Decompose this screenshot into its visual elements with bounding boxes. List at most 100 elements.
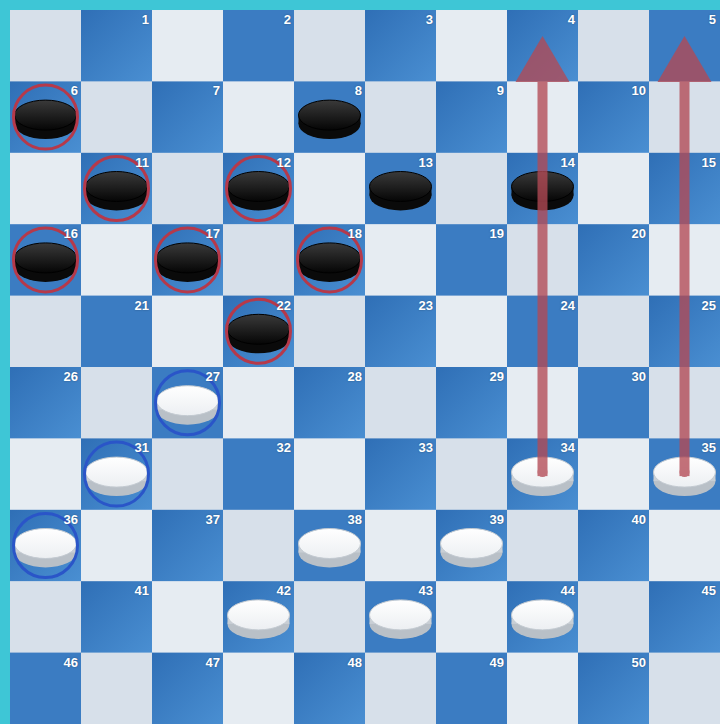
light-square bbox=[436, 153, 508, 225]
square-number: 42 bbox=[277, 584, 291, 598]
piece-top bbox=[228, 172, 290, 202]
square-number: 12 bbox=[277, 156, 291, 170]
dark-square bbox=[10, 81, 82, 153]
black-piece bbox=[228, 314, 290, 353]
dark-square bbox=[152, 81, 224, 153]
highlight-ring bbox=[85, 442, 149, 506]
square-number: 4 bbox=[568, 13, 575, 27]
dark-square bbox=[365, 581, 437, 653]
square-number: 27 bbox=[206, 370, 220, 384]
dark-square bbox=[294, 653, 366, 724]
dark-square bbox=[436, 653, 508, 724]
square-number: 46 bbox=[64, 656, 78, 670]
dark-square bbox=[436, 224, 508, 296]
light-square bbox=[578, 153, 650, 225]
dark-square bbox=[223, 153, 295, 225]
light-square bbox=[223, 653, 295, 724]
dark-square bbox=[152, 653, 224, 724]
dark-square bbox=[223, 438, 295, 510]
piece-top bbox=[370, 600, 432, 630]
light-square bbox=[10, 153, 82, 225]
square-number: 8 bbox=[355, 84, 362, 98]
piece-top bbox=[86, 457, 148, 487]
black-piece bbox=[228, 172, 290, 211]
light-square bbox=[365, 510, 437, 582]
light-square bbox=[436, 10, 508, 82]
square-number: 37 bbox=[206, 513, 220, 527]
square-number: 23 bbox=[419, 299, 433, 313]
white-piece bbox=[299, 529, 361, 568]
highlight-ring bbox=[298, 228, 362, 292]
dark-square bbox=[578, 224, 650, 296]
highlight-ring bbox=[14, 514, 78, 578]
light-square bbox=[223, 510, 295, 582]
square-number: 9 bbox=[497, 84, 504, 98]
square-number: 39 bbox=[490, 513, 504, 527]
dark-square bbox=[10, 367, 82, 439]
white-piece bbox=[512, 600, 574, 639]
white-piece bbox=[86, 457, 148, 496]
square-number: 28 bbox=[348, 370, 362, 384]
dark-square bbox=[294, 81, 366, 153]
dark-square bbox=[578, 653, 650, 724]
white-piece bbox=[228, 600, 290, 639]
arrow-head bbox=[658, 36, 712, 82]
highlight-ring bbox=[85, 157, 149, 221]
square-number: 45 bbox=[702, 584, 716, 598]
dark-square bbox=[507, 10, 579, 82]
light-square bbox=[365, 653, 437, 724]
square-number: 21 bbox=[135, 299, 149, 313]
square-number: 34 bbox=[561, 441, 575, 455]
light-square bbox=[81, 81, 153, 153]
piece-top bbox=[441, 529, 503, 559]
square-number: 31 bbox=[135, 441, 149, 455]
square-number: 30 bbox=[632, 370, 646, 384]
light-square bbox=[507, 653, 579, 724]
piece-top bbox=[299, 529, 361, 559]
square-number: 41 bbox=[135, 584, 149, 598]
black-piece bbox=[15, 243, 77, 282]
piece-top bbox=[299, 243, 361, 273]
square-number: 22 bbox=[277, 299, 291, 313]
dark-square bbox=[10, 510, 82, 582]
dark-square bbox=[81, 10, 153, 82]
light-square bbox=[365, 367, 437, 439]
arrow-shaft bbox=[538, 81, 548, 476]
square-number: 43 bbox=[419, 584, 433, 598]
dark-square bbox=[649, 581, 720, 653]
light-square bbox=[649, 510, 720, 582]
piece-top bbox=[157, 243, 219, 273]
square-number: 14 bbox=[561, 156, 575, 170]
square-number: 18 bbox=[348, 227, 362, 241]
dark-square bbox=[365, 10, 437, 82]
square-number: 44 bbox=[561, 584, 575, 598]
dark-square bbox=[436, 367, 508, 439]
dark-square bbox=[436, 510, 508, 582]
square-number: 16 bbox=[64, 227, 78, 241]
highlight-ring bbox=[156, 371, 220, 435]
square-number: 15 bbox=[702, 156, 716, 170]
dark-square bbox=[152, 367, 224, 439]
light-square bbox=[10, 10, 82, 82]
square-number: 50 bbox=[632, 656, 646, 670]
square-number: 35 bbox=[702, 441, 716, 455]
light-square bbox=[578, 438, 650, 510]
dark-square bbox=[365, 296, 437, 368]
square-number: 24 bbox=[561, 299, 575, 313]
piece-top bbox=[157, 386, 219, 416]
light-square bbox=[365, 224, 437, 296]
light-square bbox=[223, 224, 295, 296]
square-number: 19 bbox=[490, 227, 504, 241]
light-square bbox=[81, 367, 153, 439]
dark-square bbox=[10, 224, 82, 296]
square-number: 17 bbox=[206, 227, 220, 241]
highlight-ring bbox=[156, 228, 220, 292]
square-number: 2 bbox=[284, 13, 291, 27]
light-square bbox=[436, 581, 508, 653]
dark-square bbox=[578, 367, 650, 439]
light-square bbox=[436, 438, 508, 510]
light-square bbox=[152, 296, 224, 368]
piece-top bbox=[15, 100, 77, 130]
piece-top bbox=[86, 172, 148, 202]
